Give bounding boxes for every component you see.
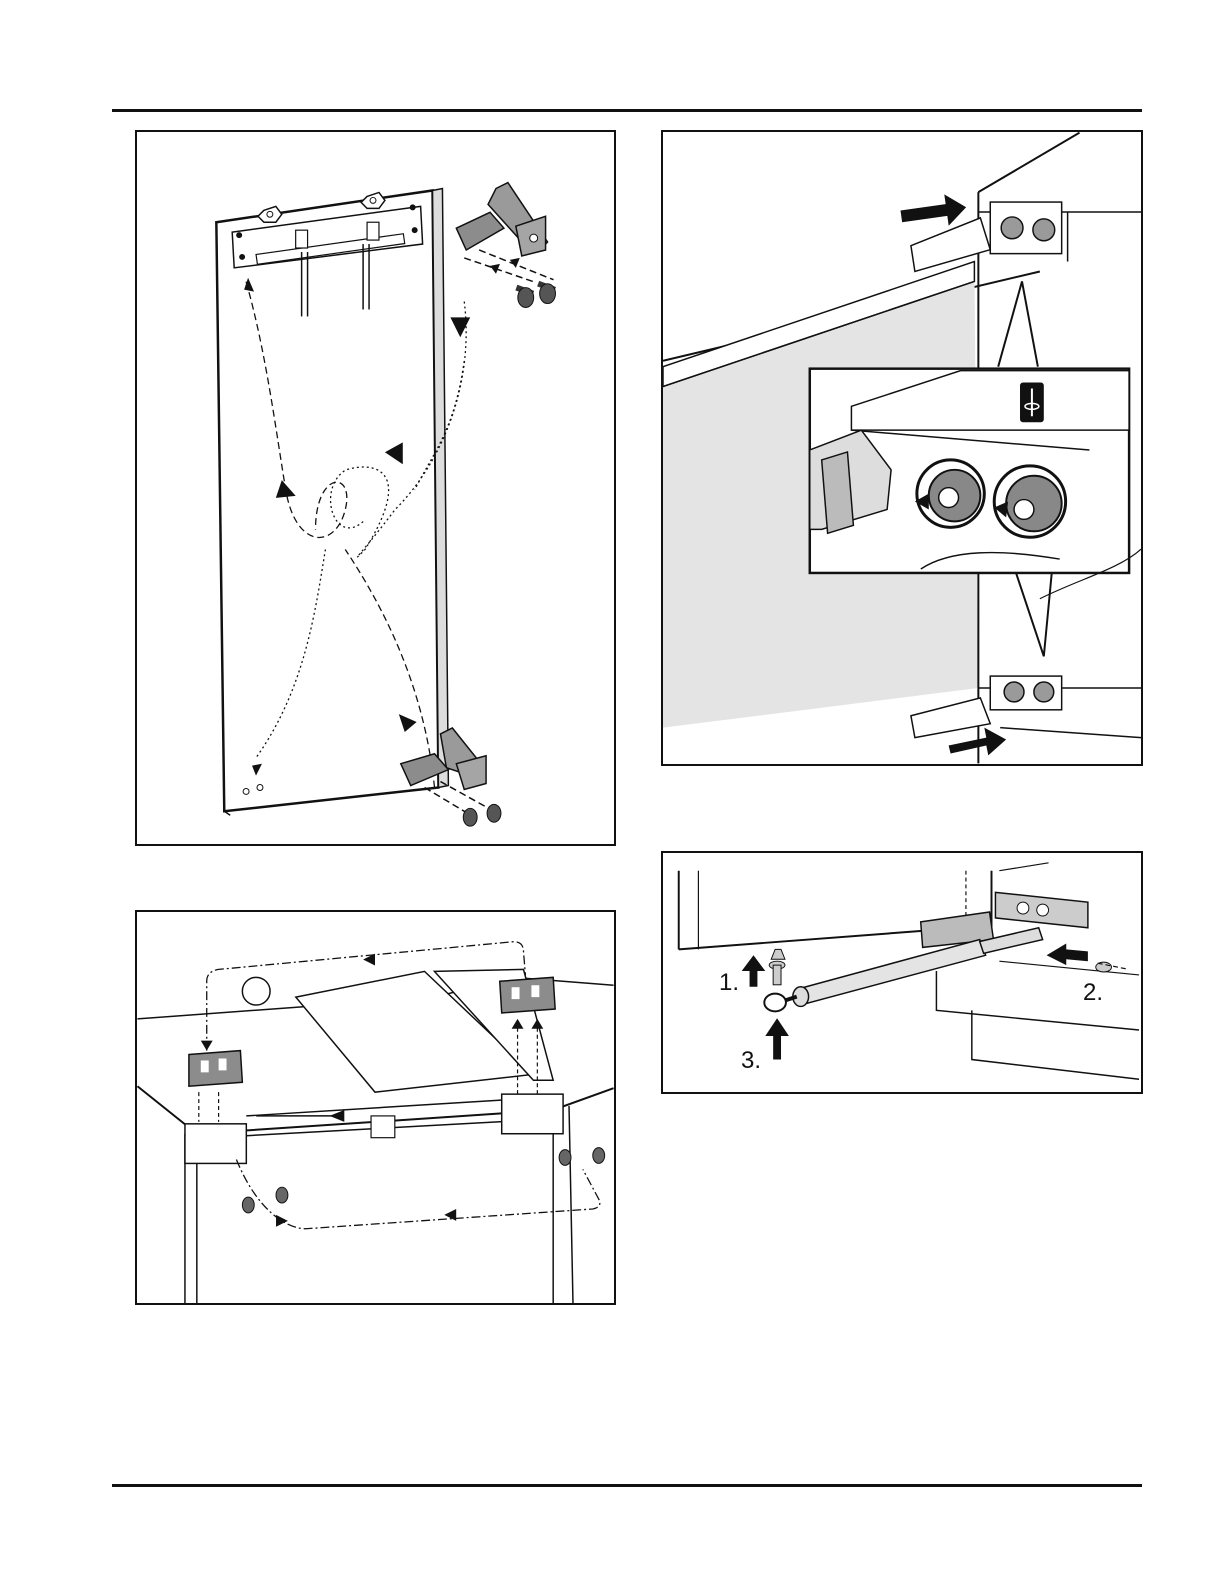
step-label-2: 2. bbox=[1083, 979, 1103, 1007]
screw-icon bbox=[559, 1150, 571, 1166]
bracket-right bbox=[500, 977, 555, 1013]
screw-icon bbox=[515, 285, 534, 308]
step-label-1: 1. bbox=[719, 969, 739, 997]
arrow-left-icon bbox=[1047, 943, 1088, 965]
arrow-up-icon bbox=[742, 955, 766, 986]
nut-icon bbox=[258, 206, 282, 222]
figure-door-hinge-transfer bbox=[135, 130, 616, 846]
zoom-detail bbox=[810, 369, 1129, 573]
hinge-adjustment-illustration bbox=[663, 132, 1141, 764]
screw-icon bbox=[487, 804, 501, 822]
screw-icon bbox=[593, 1148, 605, 1164]
step-label-3: 3. bbox=[741, 1047, 761, 1075]
upper-hinge bbox=[456, 183, 547, 256]
screw-icon bbox=[463, 808, 477, 826]
figure-door-damper-mounting: 1. 2. 3. bbox=[661, 851, 1143, 1094]
bracket-left bbox=[189, 1051, 242, 1087]
screw-icon bbox=[242, 1197, 254, 1213]
bolt-icon bbox=[769, 949, 785, 984]
screwdriver-rotate-icon bbox=[1020, 383, 1044, 423]
header-rule bbox=[112, 109, 1142, 112]
figure-top-bracket-transfer bbox=[135, 910, 616, 1305]
figure-hinge-adjustment-detail bbox=[661, 130, 1143, 766]
door-hinge-illustration bbox=[137, 132, 614, 844]
nut-icon bbox=[361, 192, 385, 208]
footer-rule bbox=[112, 1484, 1142, 1487]
arrow-right-icon bbox=[899, 192, 968, 233]
screw-icon bbox=[1096, 962, 1127, 972]
arrow-up-icon bbox=[765, 1018, 789, 1059]
screw-icon bbox=[276, 1187, 288, 1203]
top-bracket-illustration bbox=[137, 912, 614, 1303]
arrow-down-icon bbox=[450, 317, 470, 337]
screw-icon bbox=[537, 281, 556, 304]
